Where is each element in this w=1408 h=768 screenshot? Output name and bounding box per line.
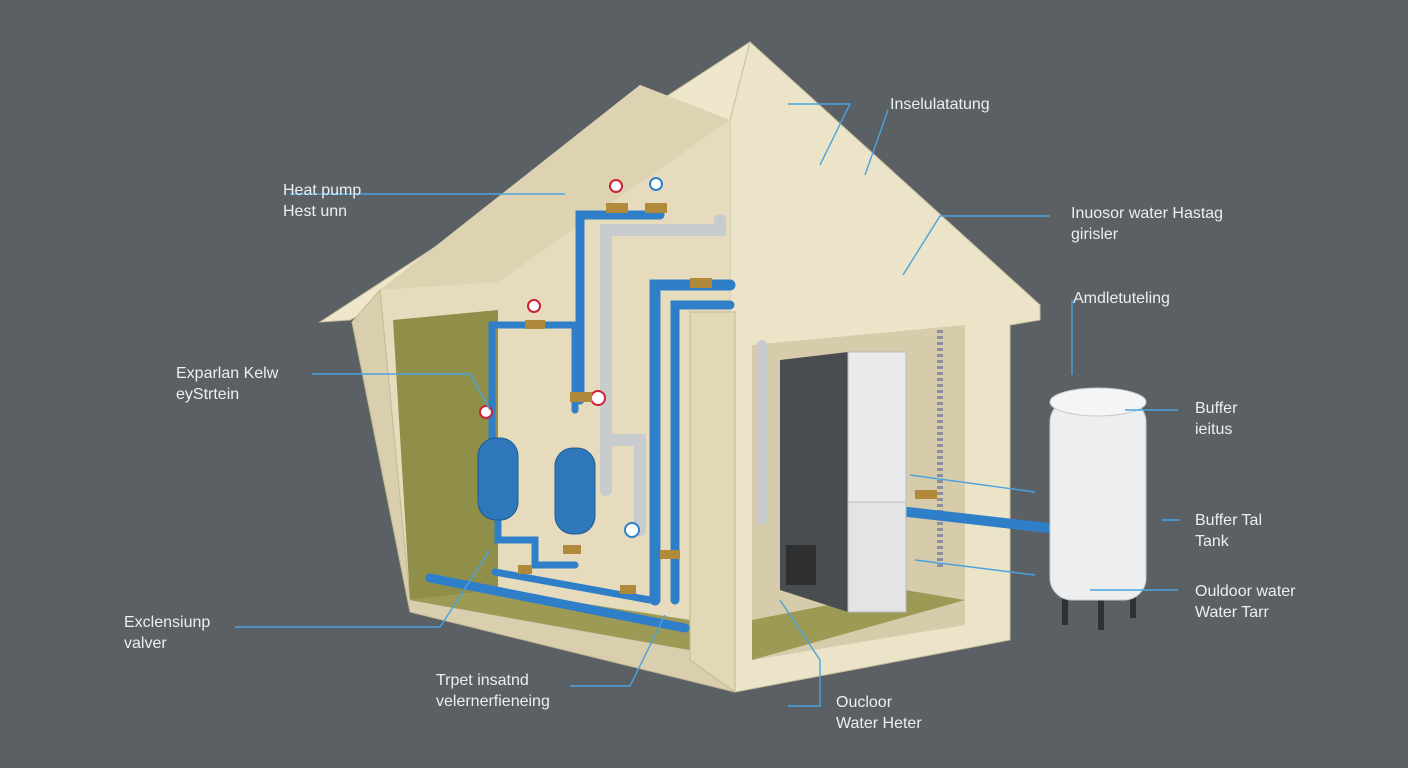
buffer-tank-leg [1130, 592, 1136, 618]
leader-expansion-valve [235, 549, 491, 628]
label-expansion-valve-line1: Exclensiunp [124, 614, 211, 631]
label-buffer-status: Buffer ieitus [1195, 398, 1237, 440]
grey-pipe [600, 214, 726, 496]
pressure-gauge-icon [649, 177, 663, 191]
label-expansion-system-line2: eyStrtein [176, 386, 240, 403]
label-outdoor-water-heater-line2: Water Heter [836, 715, 922, 732]
leader-expansion-system [312, 373, 491, 411]
label-indoor-water: Inuosor water Hastag girisler [1071, 203, 1223, 245]
label-pipe-insulation: Trpet insatnd velernerfieneing [436, 670, 550, 712]
blue-pipe-5 [494, 516, 579, 569]
house-structure [318, 40, 1041, 693]
label-expansion-system-line1: Exparlan Kelw [176, 365, 279, 382]
partition-wall [689, 311, 736, 693]
leader-pipe-insulation [570, 614, 666, 687]
buffer-tank-icon [1049, 387, 1147, 630]
interior-roof [380, 85, 730, 290]
label-outdoor-water-heater-line1: Oucloor [836, 694, 893, 711]
floor-pipe-1 [425, 573, 690, 633]
label-insulation: Inselulatatung [890, 94, 990, 115]
label-ambient: Amdletuteling [1073, 288, 1170, 309]
label-buffer-tank-line2: Tank [1195, 533, 1229, 550]
expansion-tank-icon [554, 447, 596, 535]
label-expansion-system: Exparlan Kelw eyStrtein [176, 363, 278, 405]
floor-pipe-2 [491, 568, 654, 604]
label-expansion-valve-line2: valver [124, 635, 167, 652]
floor-insulation [410, 590, 690, 650]
valve-icon [690, 278, 712, 288]
leader-insulation [788, 103, 852, 166]
pressure-gauge-icon [527, 299, 541, 313]
buffer-tank-leg [1062, 595, 1068, 625]
label-expansion-valve: Exclensiunp valver [124, 612, 210, 654]
grey-pipe-2 [600, 434, 646, 536]
label-heat-pump-line1: Heat pump [283, 182, 362, 199]
label-pipe-insulation-line2: velernerfieneing [436, 693, 550, 710]
label-ambient-line1: Amdletuteling [1073, 290, 1170, 307]
pressure-gauge-icon [590, 390, 606, 406]
buffer-tank-top [1049, 387, 1147, 417]
label-insulation-line1: Inselulatatung [890, 96, 990, 113]
leader-indoor-water [902, 215, 1050, 276]
label-outdoor-water-tank-line1: Ouldoor water [1195, 583, 1296, 600]
right-room-floor [752, 590, 965, 660]
label-heat-pump-line2: Hest unn [283, 203, 348, 220]
leader-insulation-2 [864, 109, 889, 176]
valve-icon [525, 320, 545, 329]
heat-pump-unit-icon [780, 351, 907, 613]
expansion-tank-icon [477, 437, 519, 521]
pressure-gauge-icon [624, 522, 640, 538]
label-outdoor-water-tank: Ouldoor water Water Tarr [1195, 581, 1296, 623]
label-indoor-water-line1: Inuosor water Hastag [1071, 205, 1224, 222]
valve-icon [606, 203, 628, 213]
valve-icon [620, 585, 636, 594]
valve-icon [518, 565, 532, 574]
label-outdoor-water-tank-line2: Water Tarr [1195, 604, 1269, 621]
label-indoor-water-line2: girisler [1071, 226, 1119, 243]
buffer-tank-leg [1098, 598, 1104, 630]
label-buffer-tank-line1: Buffer Tal [1195, 512, 1263, 529]
leader-heatpump-side-2 [914, 559, 1036, 576]
label-heat-pump: Heat pump Hest unn [283, 180, 361, 222]
label-buffer-status-line1: Buffer [1195, 400, 1238, 417]
leader-lines [235, 103, 1180, 707]
valve-icon [915, 490, 937, 499]
pressure-gauge-icon [479, 405, 493, 419]
valve-icon [570, 392, 592, 402]
expansion-tanks [477, 437, 596, 535]
valve-icon [660, 550, 680, 559]
label-pipe-insulation-line1: Trpet insatnd [436, 672, 529, 689]
leader-heatpump-side-1 [909, 474, 1036, 493]
leader-outdoor-heater [779, 599, 821, 707]
heat-pump-front-bottom [847, 501, 907, 613]
blue-pipe-3 [670, 300, 735, 605]
heatpump-to-buffer-pipe [903, 507, 1053, 533]
insulation-panel-left [393, 310, 498, 600]
label-outdoor-water-heater: Oucloor Water Heter [836, 692, 922, 734]
pressure-gauge-icon [609, 179, 623, 193]
label-buffer-status-line2: ieitus [1195, 421, 1233, 438]
valve-icon [563, 545, 581, 554]
valve-icon [645, 203, 667, 213]
blue-pipe-1 [575, 210, 665, 405]
heat-pump-front-top [847, 351, 907, 503]
heat-pump-vent [786, 545, 816, 585]
label-buffer-tank: Buffer Tal Tank [1195, 510, 1262, 552]
buffer-tank-body [1049, 399, 1147, 601]
fittings [479, 177, 937, 594]
